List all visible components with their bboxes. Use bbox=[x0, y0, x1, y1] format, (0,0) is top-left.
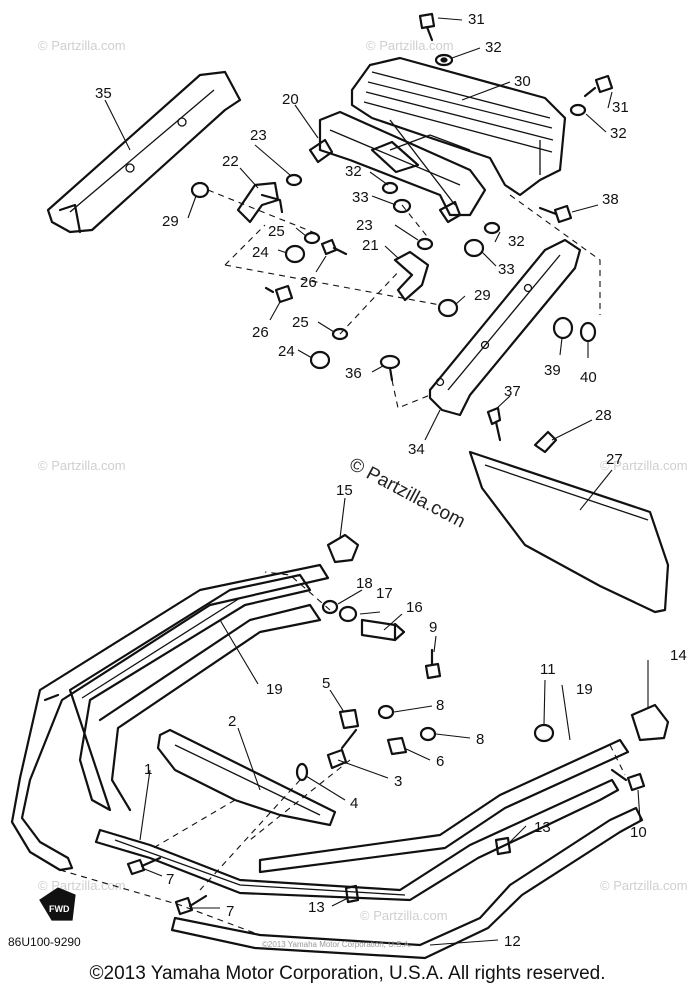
leader-lines bbox=[104, 17, 649, 946]
callout: 37 bbox=[504, 383, 521, 400]
watermark: © Partzilla.com bbox=[38, 878, 126, 893]
callout: 21 bbox=[362, 237, 379, 254]
callout: 26 bbox=[252, 324, 269, 341]
callout: 33 bbox=[498, 261, 515, 278]
part-34-rail bbox=[428, 238, 582, 417]
callout: 5 bbox=[322, 675, 330, 692]
callout: 8 bbox=[436, 697, 444, 714]
watermark: © Partzilla.com bbox=[38, 458, 126, 473]
callout: 38 bbox=[602, 191, 619, 208]
callout: 3 bbox=[394, 773, 402, 790]
assembly-guides-lower bbox=[59, 571, 626, 936]
callout: 17 bbox=[376, 585, 393, 602]
part-12-trim bbox=[170, 806, 644, 960]
callout: 14 bbox=[670, 647, 687, 664]
callout: 29 bbox=[474, 287, 491, 304]
callout: 39 bbox=[544, 362, 561, 379]
part-19-rails bbox=[68, 573, 630, 874]
inline-copyright: ©2013 Yamaha Motor Corporation, U.S.A. bbox=[262, 940, 411, 949]
part-1-frame bbox=[10, 563, 620, 902]
callout: 6 bbox=[436, 753, 444, 770]
callout: 9 bbox=[429, 619, 437, 636]
watermark: © Partzilla.com bbox=[600, 878, 688, 893]
callout: 30 bbox=[514, 73, 531, 90]
callout: 26 bbox=[300, 274, 317, 291]
callout: 12 bbox=[504, 933, 521, 950]
callout: 22 bbox=[222, 153, 239, 170]
callout: 27 bbox=[606, 451, 623, 468]
callout: 35 bbox=[95, 85, 112, 102]
callout: 25 bbox=[268, 223, 285, 240]
callout: 23 bbox=[356, 217, 373, 234]
part-22-bracket bbox=[236, 181, 284, 224]
callout: 13 bbox=[308, 899, 325, 916]
callout: 36 bbox=[345, 365, 362, 382]
callout: 32 bbox=[345, 163, 362, 180]
callout: 16 bbox=[406, 599, 423, 616]
watermark: © Partzilla.com bbox=[360, 908, 448, 923]
assembly-guides-upper bbox=[207, 189, 601, 409]
callout: 11 bbox=[540, 661, 556, 678]
callout: 23 bbox=[250, 127, 267, 144]
hardware-lower bbox=[126, 599, 646, 916]
callout: 20 bbox=[282, 91, 299, 108]
callout: 28 bbox=[595, 407, 612, 424]
part-21-bracket bbox=[393, 250, 430, 302]
callout: 4 bbox=[350, 795, 358, 812]
part-35-bracket bbox=[46, 70, 242, 234]
callout: 33 bbox=[352, 189, 369, 206]
callout: 10 bbox=[630, 824, 647, 841]
callout: 7 bbox=[166, 871, 174, 888]
part-27-panel bbox=[468, 450, 670, 614]
callout-labels: 31 32 30 35 20 31 32 23 22 32 33 38 29 2… bbox=[95, 11, 687, 950]
callout: 18 bbox=[356, 575, 373, 592]
fwd-label: FWD bbox=[49, 904, 70, 914]
callout: 40 bbox=[580, 369, 597, 386]
callout: 1 bbox=[144, 761, 152, 778]
callout: 19 bbox=[266, 681, 283, 698]
center-watermark: © Partzilla.com bbox=[346, 454, 469, 533]
part-20-handle bbox=[308, 110, 487, 224]
hardware-upper bbox=[190, 12, 614, 454]
callout: 7 bbox=[226, 903, 234, 920]
callout: 25 bbox=[292, 314, 309, 331]
part-15-clip bbox=[326, 533, 360, 564]
callout: 32 bbox=[508, 233, 525, 250]
callout: 15 bbox=[336, 482, 353, 499]
callout: 8 bbox=[476, 731, 484, 748]
part-30-housing bbox=[350, 56, 567, 206]
watermark: © Partzilla.com bbox=[366, 38, 454, 53]
watermark: © Partzilla.com bbox=[600, 458, 688, 473]
callout: 29 bbox=[162, 213, 179, 230]
callout: 13 bbox=[534, 819, 551, 836]
callout: 31 bbox=[612, 99, 629, 116]
callout: 2 bbox=[228, 713, 236, 730]
callout: 32 bbox=[485, 39, 502, 56]
callout: 24 bbox=[278, 343, 295, 360]
copyright-footer: ©2013 Yamaha Motor Corporation, U.S.A. A… bbox=[89, 963, 606, 984]
fwd-arrow-icon: FWD bbox=[39, 887, 76, 921]
watermark: © Partzilla.com bbox=[38, 38, 126, 53]
diagram-code: 86U100-9290 bbox=[8, 935, 81, 949]
callout: 24 bbox=[252, 244, 269, 261]
callout: 31 bbox=[468, 11, 485, 28]
callout: 19 bbox=[576, 681, 593, 698]
part-14-clip bbox=[630, 703, 670, 742]
callout: 32 bbox=[610, 125, 627, 142]
callout: 34 bbox=[408, 441, 425, 458]
